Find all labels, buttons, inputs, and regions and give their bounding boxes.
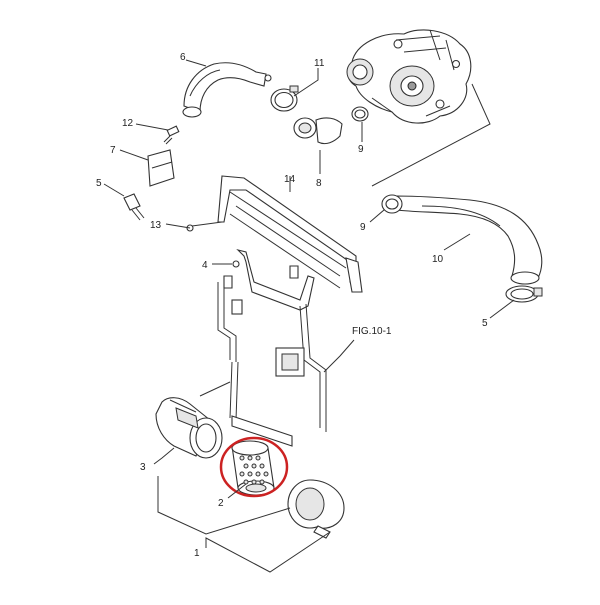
elbow-pipe-8 [293,117,343,145]
callout-4: 4 [202,260,208,271]
hose-clamp-9-lower [381,194,403,214]
sleeve-6 [147,149,175,187]
callout-9-upper: 9 [358,144,364,155]
hose-clamp-11 [270,85,299,112]
hose-clamp-5-right [505,285,543,303]
filter-highlight-circle [219,436,289,498]
figure-reference: FIG.10-1 [323,326,392,373]
filter-perforations [239,455,269,485]
leader-lines [103,59,515,573]
callout-7: 6 [180,52,186,63]
callout-2: 2 [218,498,224,509]
bolt-5-left [123,193,145,221]
mounting-bracket-14 [186,175,363,293]
callout-13: 13 [150,220,162,231]
callout-14: 14 [284,174,296,185]
air-cleaner-body-3 [155,397,223,459]
callout-5-right: 5 [482,318,488,329]
air-cleaner-cap [287,479,345,539]
turbo-housing [346,29,472,124]
callout-6: 7 [110,145,116,156]
support-frame [217,248,327,447]
lower-hose-10 [395,195,543,285]
filter-element-2 [231,440,275,496]
callout-1: 1 [194,548,200,559]
hose-clamp-9-upper [351,106,369,122]
callout-3: 3 [140,462,146,473]
callout-5-left: 5 [96,178,102,189]
figure-reference-label: FIG.10-1 [352,326,392,337]
callout-10: 10 [432,254,444,265]
callout-9-lower: 9 [360,222,366,233]
callout-8: 8 [316,178,322,189]
callout-numbers: 6 11 12 7 5 13 14 8 9 9 10 4 5 3 2 1 [96,52,488,559]
callout-12: 12 [122,118,134,129]
bolt-12 [163,125,180,145]
callout-11: 11 [314,58,325,69]
upper-hose [182,62,272,118]
